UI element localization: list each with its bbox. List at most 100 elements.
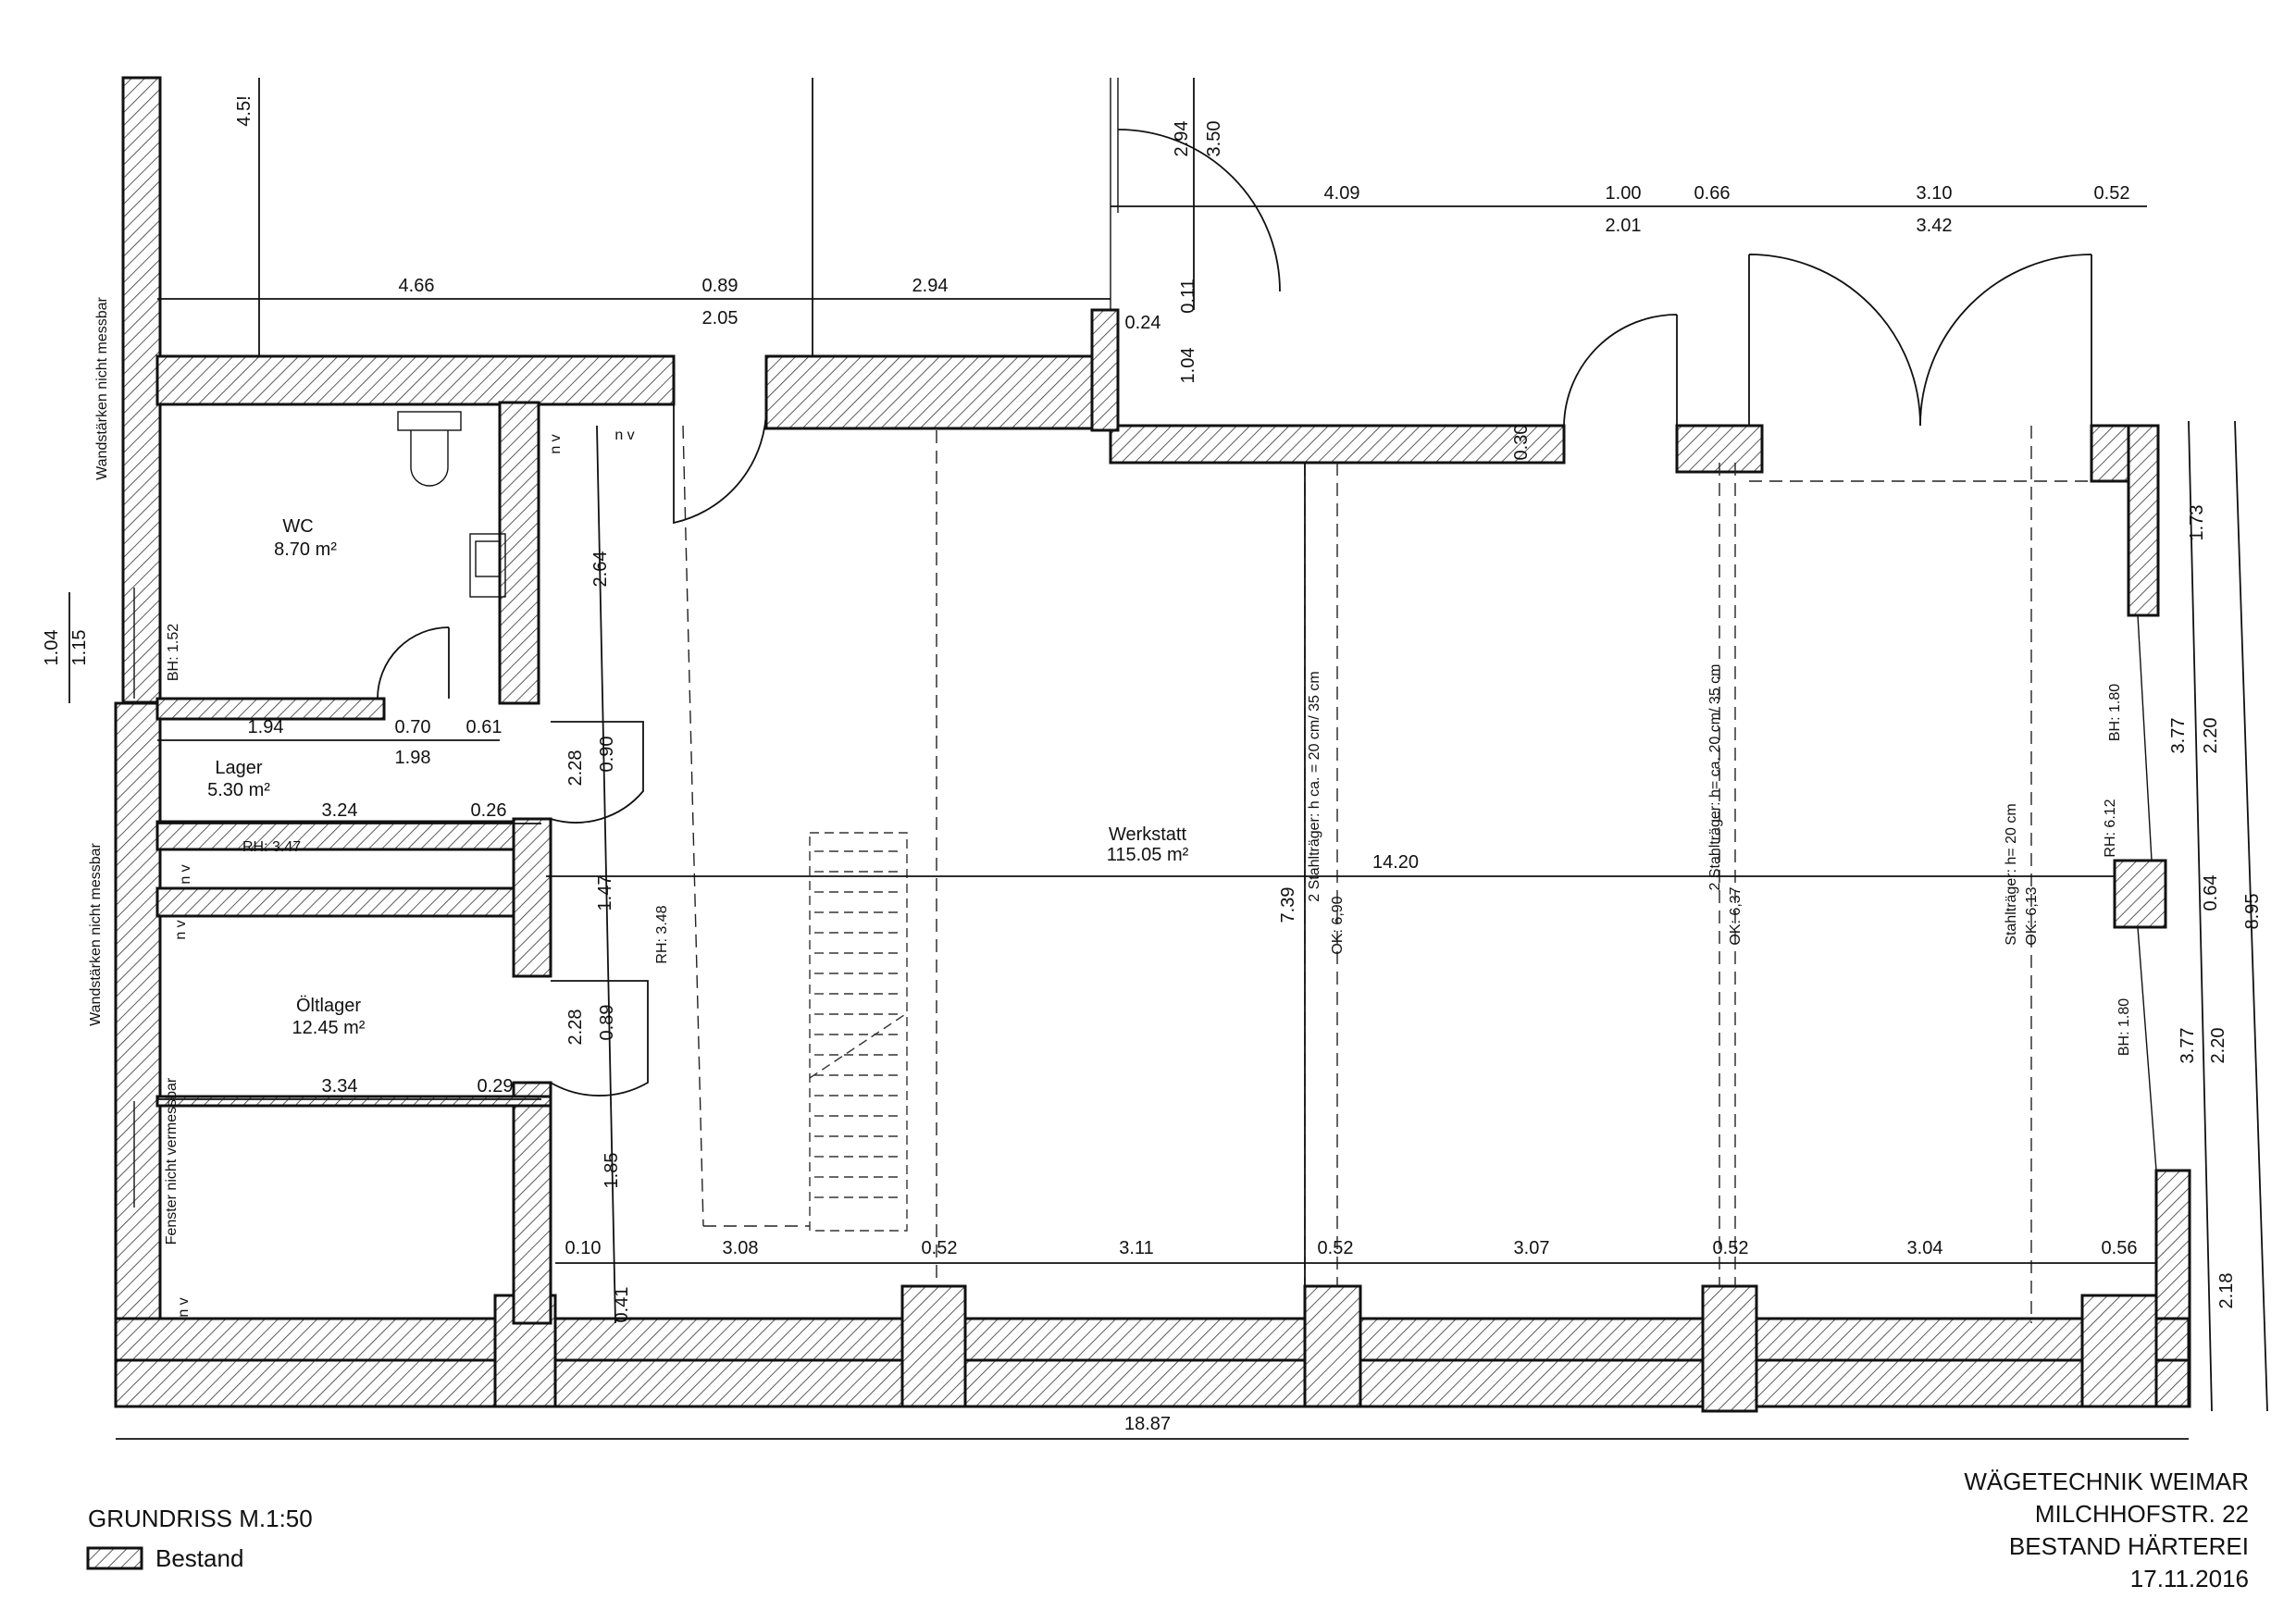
dim-door-294: 2.94 — [1172, 121, 1192, 157]
dim-corr-089: 0.89 — [597, 1005, 617, 1041]
doors — [133, 78, 2157, 1208]
dim-top1-a: 4.09 — [1324, 183, 1360, 204]
dim-corr-264: 2.64 — [590, 551, 611, 588]
dim-wc-b: 0.70 — [395, 717, 431, 737]
wall-left-upper — [121, 76, 162, 704]
tag-rh-612: RH: 6.12 — [2103, 799, 2118, 857]
dim-011: 0.11 — [1178, 279, 1198, 313]
beam-1-ok: OK: 6,90 — [1330, 896, 1346, 954]
staircase — [809, 832, 908, 1232]
sink-basin-icon — [475, 540, 501, 577]
note-wall-upper: Wandstärken nicht messbar — [94, 296, 110, 479]
note-wall-lower: Wandstärken nicht messbar — [88, 842, 104, 1025]
dim-top3-b: 0.89 — [702, 276, 738, 296]
wall-lager-bottom-2 — [155, 886, 552, 918]
beam-lines — [682, 425, 2091, 1323]
title-line2: MILCHHOFSTR. 22 — [2035, 1500, 2249, 1528]
dim-104: 1.04 — [1178, 348, 1198, 384]
dim-right-218: 2.18 — [2216, 1273, 2237, 1309]
stair-outline — [809, 832, 908, 1232]
dim-bottom-3: 3.11 — [1119, 1238, 1153, 1258]
wall-top-right-a — [1109, 424, 1566, 465]
dim-top3-a: 4.66 — [399, 276, 435, 296]
wall-right-mid — [2113, 859, 2167, 929]
legend-hatch-swatch — [86, 1546, 143, 1570]
door-swing-double-left — [1748, 254, 1921, 427]
title-date: 17.11.2016 — [2130, 1565, 2249, 1592]
window-right-lower — [2137, 926, 2157, 1171]
room-lager-area: 5.30 m² — [207, 780, 270, 800]
dim-030: 0.30 — [1511, 425, 1532, 461]
beam-3-type: Stahlträger: h= 20 cm — [2004, 803, 2019, 945]
dim-left-top: 4.5! — [234, 95, 254, 126]
door-swing-lager — [550, 721, 644, 824]
sink-icon — [469, 533, 506, 598]
dim-corr-228b: 2.28 — [565, 1010, 586, 1046]
dim-top2-b: 3.42 — [1917, 216, 1953, 236]
dim-door-350: 3.50 — [1204, 121, 1224, 157]
dim-wc-sub: 1.98 — [395, 748, 431, 768]
dim-right-064: 0.64 — [2201, 875, 2221, 911]
wc-fixtures — [397, 411, 506, 598]
stair-break — [809, 1012, 908, 1079]
labels: WC 8.70 m² Lager 5.30 m² Öltlager 12.45 … — [42, 95, 2263, 1592]
wall-door-pillar — [1090, 308, 1120, 432]
dim-line-corridor — [596, 425, 616, 1324]
dim-top1-b: 1.00 — [1606, 183, 1642, 204]
wall-oel-mid — [512, 817, 552, 978]
pillar-bottom-4 — [1701, 1284, 1758, 1413]
beam-1-type: 2 Stahlträger: h ca. = 20 cm/ 35 cm — [1307, 671, 1322, 901]
dim-right-377b: 3.77 — [2178, 1028, 2198, 1064]
tag-bh-152: BH: 1.52 — [166, 624, 181, 681]
room-werkstatt-name: Werkstatt — [1109, 824, 1187, 845]
legend-item: Bestand — [155, 1544, 243, 1572]
room-lager-name: Lager — [215, 758, 262, 778]
dim-bottom-6: 0.52 — [1713, 1238, 1749, 1258]
toilet-tank-icon — [397, 411, 462, 431]
beam-2-type: 2 Stahlträger: h= ca. 20 cm/ 35 cm — [1707, 663, 1723, 890]
window-right-upper — [2137, 614, 2153, 861]
tag-rh-348: RH: 3.48 — [654, 905, 670, 963]
wall-lager-bottom — [155, 820, 552, 851]
dim-right-220a: 2.20 — [2201, 718, 2221, 754]
dim-line-right1 — [2188, 420, 2213, 1412]
title-line1: WÄGETECHNIK WEIMAR — [1964, 1468, 2249, 1495]
dim-werk-width: 14.20 — [1372, 852, 1419, 873]
wall-left-lower — [114, 701, 162, 1408]
dim-bottom-8: 0.56 — [2102, 1238, 2138, 1258]
dim-top3-c: 2.94 — [912, 276, 949, 296]
toilet-bowl-icon — [410, 430, 449, 487]
dim-bottom-5: 3.07 — [1514, 1238, 1550, 1258]
door-swing-top — [673, 403, 767, 525]
dim-lager-b: 0.26 — [471, 800, 507, 821]
door-swing-oel — [550, 980, 649, 1096]
dim-bottom-4: 0.52 — [1318, 1238, 1354, 1258]
dim-top1-c: 0.66 — [1694, 183, 1731, 204]
dim-bottom-0: 0.10 — [565, 1238, 602, 1258]
dim-corr-185: 1.85 — [602, 1153, 622, 1189]
dim-top1-e: 0.52 — [2094, 183, 2130, 204]
dim-right-377a: 3.77 — [2168, 718, 2189, 754]
wall-oel-bottom — [155, 1095, 552, 1108]
dim-right-220b: 2.20 — [2208, 1028, 2228, 1064]
dimension-lines — [68, 78, 2268, 1440]
pillar-bottom-5 — [2080, 1294, 2158, 1408]
dim-bottom-2: 0.52 — [922, 1238, 958, 1258]
room-oel-area: 12.45 m² — [292, 1018, 366, 1038]
dim-top1-d: 3.10 — [1917, 183, 1953, 204]
hidden-corridor-left — [682, 425, 704, 1227]
note-window: Fenster nicht vermessbar — [164, 1077, 180, 1245]
wall-right-upper — [2127, 424, 2160, 617]
dim-bottom-041: 0.41 — [612, 1287, 632, 1323]
dim-bottom-1: 3.08 — [723, 1238, 759, 1258]
legend-title: GRUNDRISS M.1:50 — [88, 1505, 313, 1532]
dim-right-173: 1.73 — [2187, 505, 2207, 541]
room-oel-name: Öltlager — [296, 996, 361, 1016]
dim-werk-depth: 7.39 — [1278, 887, 1298, 923]
pillar-bottom-3 — [1303, 1284, 1362, 1408]
tag-nv-5: n v — [176, 1297, 192, 1317]
wall-bottom-ext — [114, 1358, 2191, 1408]
dim-top3-sub: 2.05 — [702, 308, 738, 328]
door-swing-entrance — [1117, 129, 1281, 292]
dim-wc-c: 0.61 — [466, 717, 503, 737]
